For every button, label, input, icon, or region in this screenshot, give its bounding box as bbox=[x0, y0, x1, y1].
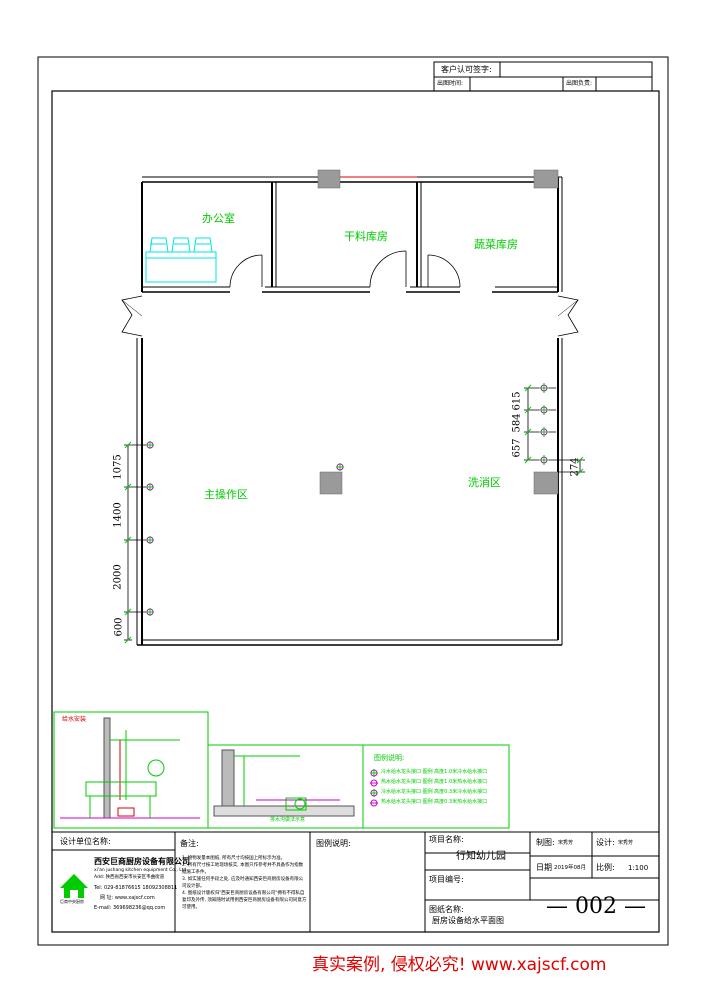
scale-label: 比例: bbox=[596, 863, 615, 872]
remark-3: 3. 如实施任何手段之处, 应及时通知西安巨商厨房设备有限公司设计部。 bbox=[182, 877, 304, 889]
date-value: 2019年08月 bbox=[554, 865, 586, 871]
scale-value: 1:100 bbox=[628, 864, 649, 872]
date-label: 日期 bbox=[536, 863, 552, 872]
dim-right-2: 584 bbox=[511, 413, 523, 433]
detail2-drawing bbox=[213, 749, 355, 817]
legend-row-4: 热水给水龙头接口 图例 高度0.3米热水给水接口 bbox=[381, 799, 488, 805]
columns bbox=[317, 169, 559, 495]
left-dim-ticks bbox=[124, 441, 132, 644]
dim-left-3: 2000 bbox=[112, 564, 124, 590]
legend-icons bbox=[370, 769, 378, 807]
signature-box bbox=[433, 61, 653, 92]
water-points-left bbox=[146, 441, 154, 616]
drawing-name: 厨房设备给水平面图 bbox=[432, 916, 504, 925]
outer-border bbox=[37, 56, 669, 946]
dim-left-1: 1075 bbox=[112, 454, 124, 480]
company-en: xi'an jushang kitchen equipment Co., Ltd… bbox=[94, 868, 188, 873]
drawing-name-label: 图纸名称: bbox=[429, 905, 464, 914]
design-unit-label: 设计单位名称: bbox=[60, 837, 111, 846]
detail2-caption: 排水沟做法示意 bbox=[270, 817, 306, 823]
legend-row-2: 热水给水龙头接口 图例 高度1.0米热水给水接口 bbox=[381, 779, 488, 785]
designer-label: 设计: bbox=[596, 838, 615, 847]
dim-left-2: 1400 bbox=[112, 502, 124, 528]
company-email: E-mail: 369698236@qq.com bbox=[94, 905, 166, 911]
room-office: 办公室 bbox=[202, 212, 235, 225]
remarks-list: 1. 物物发量本图纸, 所有尺寸均按国上所标示为准。 2. 所有尺寸按工地现场核… bbox=[182, 855, 307, 911]
logo-caption: 巨商中央厨房 bbox=[60, 899, 84, 904]
project-no-label: 项目编号: bbox=[429, 875, 464, 884]
company-website: 网 址: www.xajscf.com bbox=[100, 895, 155, 901]
detail-panel-1 bbox=[53, 711, 209, 829]
dim-right-3: 657 bbox=[511, 438, 523, 458]
project-name-label: 项目名称: bbox=[429, 835, 464, 844]
sheet-number: — 002 — bbox=[546, 894, 646, 919]
remark-1: 1. 物物发量本图纸, 所有尺寸均按国上所标示为准。 bbox=[182, 856, 286, 861]
copyright-notice: 真实案例, 侵权必究! www.xajscf.com bbox=[312, 955, 607, 975]
drawing-time-label: 出图时间: bbox=[437, 80, 464, 87]
right-dim-ticks bbox=[524, 384, 584, 476]
project-name: 行知幼儿园 bbox=[456, 851, 506, 862]
drawing-person-label: 出图负责: bbox=[566, 80, 593, 87]
title-block-grid bbox=[52, 831, 659, 932]
detail-panel-3 bbox=[362, 744, 510, 829]
legend-desc-label: 图例说明: bbox=[316, 839, 351, 848]
company-tel: Tel: 029-81876615 18092308811 bbox=[94, 885, 178, 891]
remark-4: 4. 图纸设计版权归"西安巨商厨房设备有限公司"拥有不得私自复印及外传, 须知随… bbox=[182, 891, 307, 910]
drafter: 宋秀芳 bbox=[558, 840, 574, 846]
company-address: Add: 陕西省西安市长安区韦曲街道 bbox=[94, 875, 165, 880]
company-name: 西安巨商厨房设备有限公司 bbox=[94, 857, 190, 866]
room-wash-area: 洗消区 bbox=[468, 476, 501, 489]
detail1-drawing bbox=[60, 717, 200, 819]
remarks-label: 备注: bbox=[180, 839, 199, 848]
company-logo bbox=[60, 874, 88, 898]
remark-2: 2. 所有尺寸按工地现场核实, 本图只作参考并不具备作为指数据施工条件。 bbox=[182, 863, 304, 875]
dim-right-1: 615 bbox=[511, 391, 523, 411]
detail1-title: 给水安装 bbox=[62, 716, 87, 723]
office-desks bbox=[145, 237, 217, 283]
room-main-area: 主操作区 bbox=[204, 488, 248, 501]
room-dry-store: 干料库房 bbox=[344, 230, 388, 243]
room-veg-store: 蔬菜库房 bbox=[474, 238, 518, 251]
water-points-right bbox=[336, 383, 549, 471]
dim-left-4: 600 bbox=[113, 617, 125, 637]
client-sign-label: 客户认可签字: bbox=[441, 65, 492, 74]
legend-row-3: 冷水给水龙头接口 图例 高度0.3米冷水给水接口 bbox=[381, 789, 488, 795]
inner-border bbox=[51, 90, 660, 933]
legend-title: 图例说明: bbox=[374, 754, 405, 762]
dim-right-4: 274 bbox=[569, 457, 581, 477]
designer: 宋秀芳 bbox=[618, 840, 634, 846]
legend-row-1: 冷水给水龙头接口 图例 高度1.0米冷水给水接口 bbox=[381, 769, 488, 775]
drafter-label: 制图: bbox=[536, 838, 555, 847]
